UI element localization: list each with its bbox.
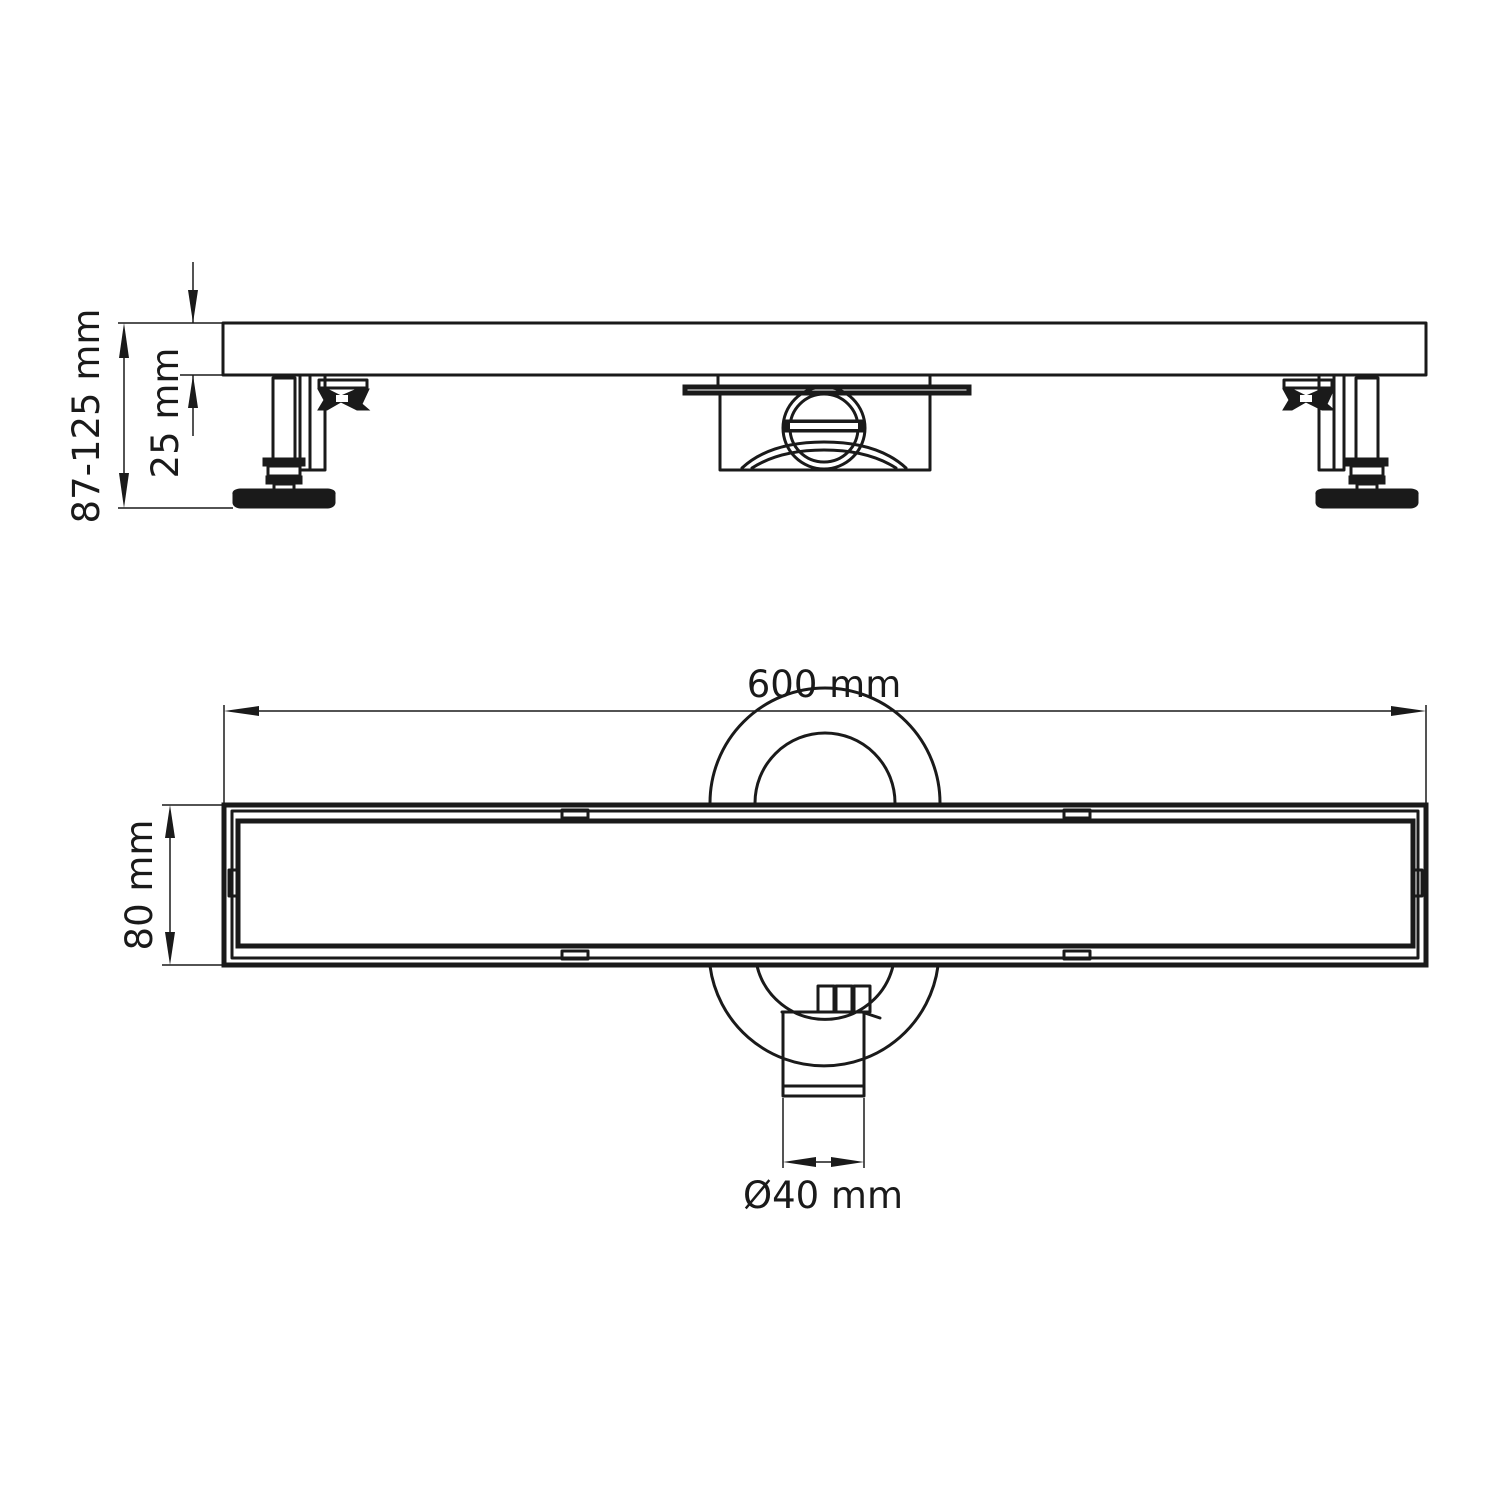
top-outlet-pipe	[780, 984, 882, 1098]
side-view: 87-125 mm 25 mm	[65, 262, 1428, 524]
top-channel-frame	[221, 802, 1429, 968]
right-leg-assembly	[1282, 373, 1419, 509]
channel-height-label: 25 mm	[144, 348, 187, 479]
width-label: 80 mm	[118, 820, 161, 951]
total-height-label: 87-125 mm	[65, 309, 108, 524]
side-outlet-trap	[682, 373, 972, 472]
outlet-diameter-label: Ø40 mm	[743, 1174, 903, 1217]
dimension-width: 80 mm	[118, 804, 224, 966]
dimension-outlet-diameter: Ø40 mm	[743, 1098, 903, 1217]
side-channel-body	[221, 321, 1428, 377]
dimension-length: 600 mm	[223, 663, 1427, 803]
left-leg-assembly	[232, 373, 371, 509]
dimension-channel-height: 25 mm	[144, 262, 223, 478]
dimension-total-height: 87-125 mm	[65, 309, 233, 524]
outlet-ring-bottom	[708, 964, 940, 1068]
top-view: 600 mm 80 mm Ø40 mm	[118, 663, 1429, 1217]
length-label: 600 mm	[747, 663, 901, 706]
top-grate	[235, 818, 1416, 949]
outlet-ring-top	[708, 686, 942, 805]
